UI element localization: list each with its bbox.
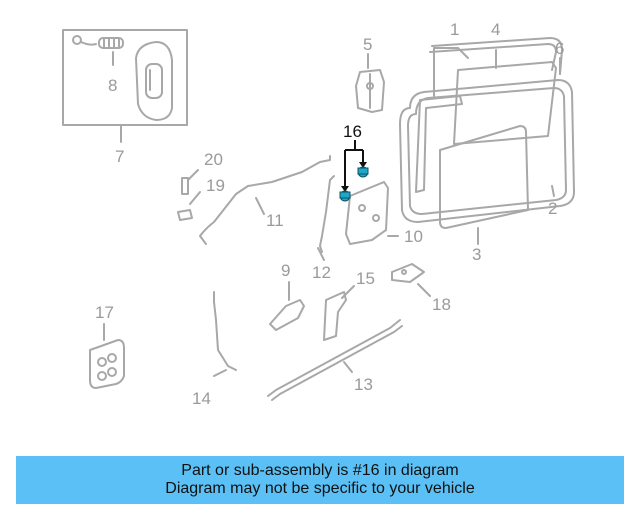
caption-line-1: Part or sub-assembly is #16 in diagram [181, 462, 459, 479]
callout-12: 12 [312, 263, 331, 282]
callout-2: 2 [548, 199, 557, 218]
callout-1: 1 [450, 20, 459, 39]
part-9-inside-handle [269, 281, 305, 331]
part-11-rod [199, 155, 331, 245]
part-2-weatherstrip [399, 79, 575, 223]
callout-13: 13 [354, 375, 373, 394]
part-4-glass-frame [453, 49, 557, 145]
part-13-rod [267, 319, 403, 401]
callout-16: 16 [343, 122, 362, 141]
callout-17: 17 [95, 303, 114, 322]
callout-8: 8 [108, 76, 117, 95]
part-16-bolt-upper [357, 166, 369, 178]
callout-7: 7 [115, 147, 124, 166]
part-15-bracket [323, 285, 355, 341]
caption-banner: Part or sub-assembly is #16 in diagram D… [16, 456, 624, 504]
callout-18: 18 [432, 295, 451, 314]
parts-diagram: 1 4 5 6 7 8 16 20 19 2 11 10 3 9 12 15 1… [62, 20, 575, 408]
callout-20: 20 [204, 150, 223, 169]
inset-box [62, 29, 188, 143]
callout-10: 10 [404, 227, 423, 246]
part-16-bolt-lower [339, 190, 351, 202]
callout-5: 5 [363, 35, 372, 54]
part-18-striker [391, 263, 431, 297]
part-8-key-cylinder [72, 35, 124, 66]
callout-14: 14 [192, 389, 211, 408]
callout-15: 15 [356, 269, 375, 288]
callout-4: 4 [491, 20, 500, 39]
callout-6: 6 [555, 39, 564, 58]
callout-9: 9 [281, 261, 290, 280]
part-7-outside-handle [135, 41, 173, 121]
part-20-pin [181, 169, 199, 195]
part-6-outer-seal [429, 37, 563, 75]
part-19-clip [177, 191, 201, 221]
part-5-cover [355, 53, 385, 113]
part-14-rod [213, 291, 237, 377]
part-17-switch [89, 323, 125, 389]
part-10-latch [345, 181, 399, 245]
caption-line-2: Diagram may not be specific to your vehi… [165, 480, 475, 497]
callout-19: 19 [206, 176, 225, 195]
part-16-highlight[interactable] [339, 140, 369, 202]
part-12-rod [317, 175, 335, 261]
part-3-glass [439, 125, 529, 245]
callout-11: 11 [266, 211, 284, 230]
callout-3: 3 [472, 245, 481, 264]
